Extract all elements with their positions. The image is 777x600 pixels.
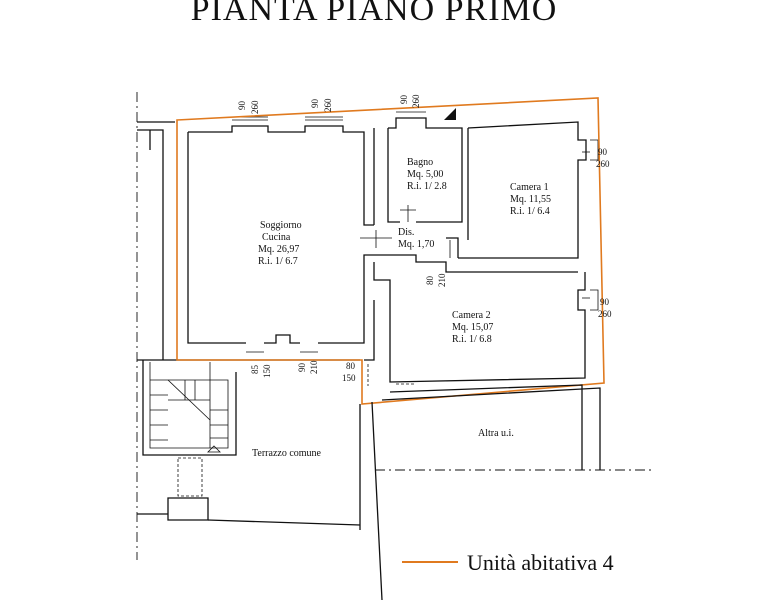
room-camera2-area: Mq. 15,07	[452, 322, 493, 333]
room-camera1-walls	[458, 121, 599, 259]
room-camera2-ri: R.i. 1/ 6.8	[452, 334, 492, 345]
area-terrazzo-name: Terrazzo comune	[252, 448, 322, 459]
opening-w2-height: 260	[323, 98, 333, 112]
room-soggiorno-area: Mq. 26,97	[258, 244, 299, 255]
room-cucina-name: Cucina	[262, 232, 291, 243]
terrace-walls	[137, 384, 601, 600]
opening-d1-width: 80	[425, 276, 435, 286]
room-camera1-area: Mq. 11,55	[510, 194, 551, 205]
opening-w5-height: 260	[598, 309, 612, 319]
room-bagno-walls	[373, 108, 463, 225]
area-altra-ui-name: Altra u.i.	[478, 428, 514, 439]
room-bagno-ri: R.i. 1/ 2.8	[407, 181, 447, 192]
opening-w1-height: 260	[250, 100, 260, 114]
unit-4-boundary	[176, 97, 605, 405]
opening-d2-width: 85	[250, 365, 260, 375]
opening-w4-height: 260	[596, 159, 610, 169]
opening-d2-height: 150	[262, 364, 272, 378]
room-camera1-name: Camera 1	[510, 182, 549, 193]
room-camera2-name: Camera 2	[452, 310, 491, 321]
room-soggiorno-walls	[187, 116, 374, 353]
staircase	[142, 360, 237, 456]
room-camera2-walls	[364, 262, 599, 386]
opening-d3-height: 210	[309, 360, 319, 374]
opening-d4-width: 80	[346, 361, 356, 371]
opening-w3-width: 90	[399, 95, 409, 105]
room-camera1-ri: R.i. 1/ 6.4	[510, 206, 550, 217]
opening-d4-height: 150	[342, 373, 356, 383]
room-dis-walls	[360, 230, 578, 273]
legend-label: Unità abitativa 4	[467, 550, 614, 575]
opening-w4-width: 90	[598, 147, 608, 157]
room-dis-area: Mq. 1,70	[398, 239, 434, 250]
room-soggiorno-name: Soggiorno	[260, 220, 302, 231]
opening-w3-height: 260	[411, 94, 421, 108]
room-bagno-area: Mq. 5,00	[407, 169, 443, 180]
exterior-walls	[137, 121, 360, 361]
opening-d1-height: 210	[437, 273, 447, 287]
opening-w2-width: 90	[310, 99, 320, 109]
opening-d3-width: 90	[297, 363, 307, 373]
page-title: PIANTA PIANO PRIMO	[191, 0, 558, 28]
room-soggiorno-ri: R.i. 1/ 6.7	[258, 256, 298, 267]
opening-w1-width: 90	[237, 101, 247, 111]
room-dis-name: Dis.	[398, 227, 414, 238]
opening-w5-width: 90	[600, 297, 610, 307]
room-bagno-name: Bagno	[407, 157, 433, 168]
